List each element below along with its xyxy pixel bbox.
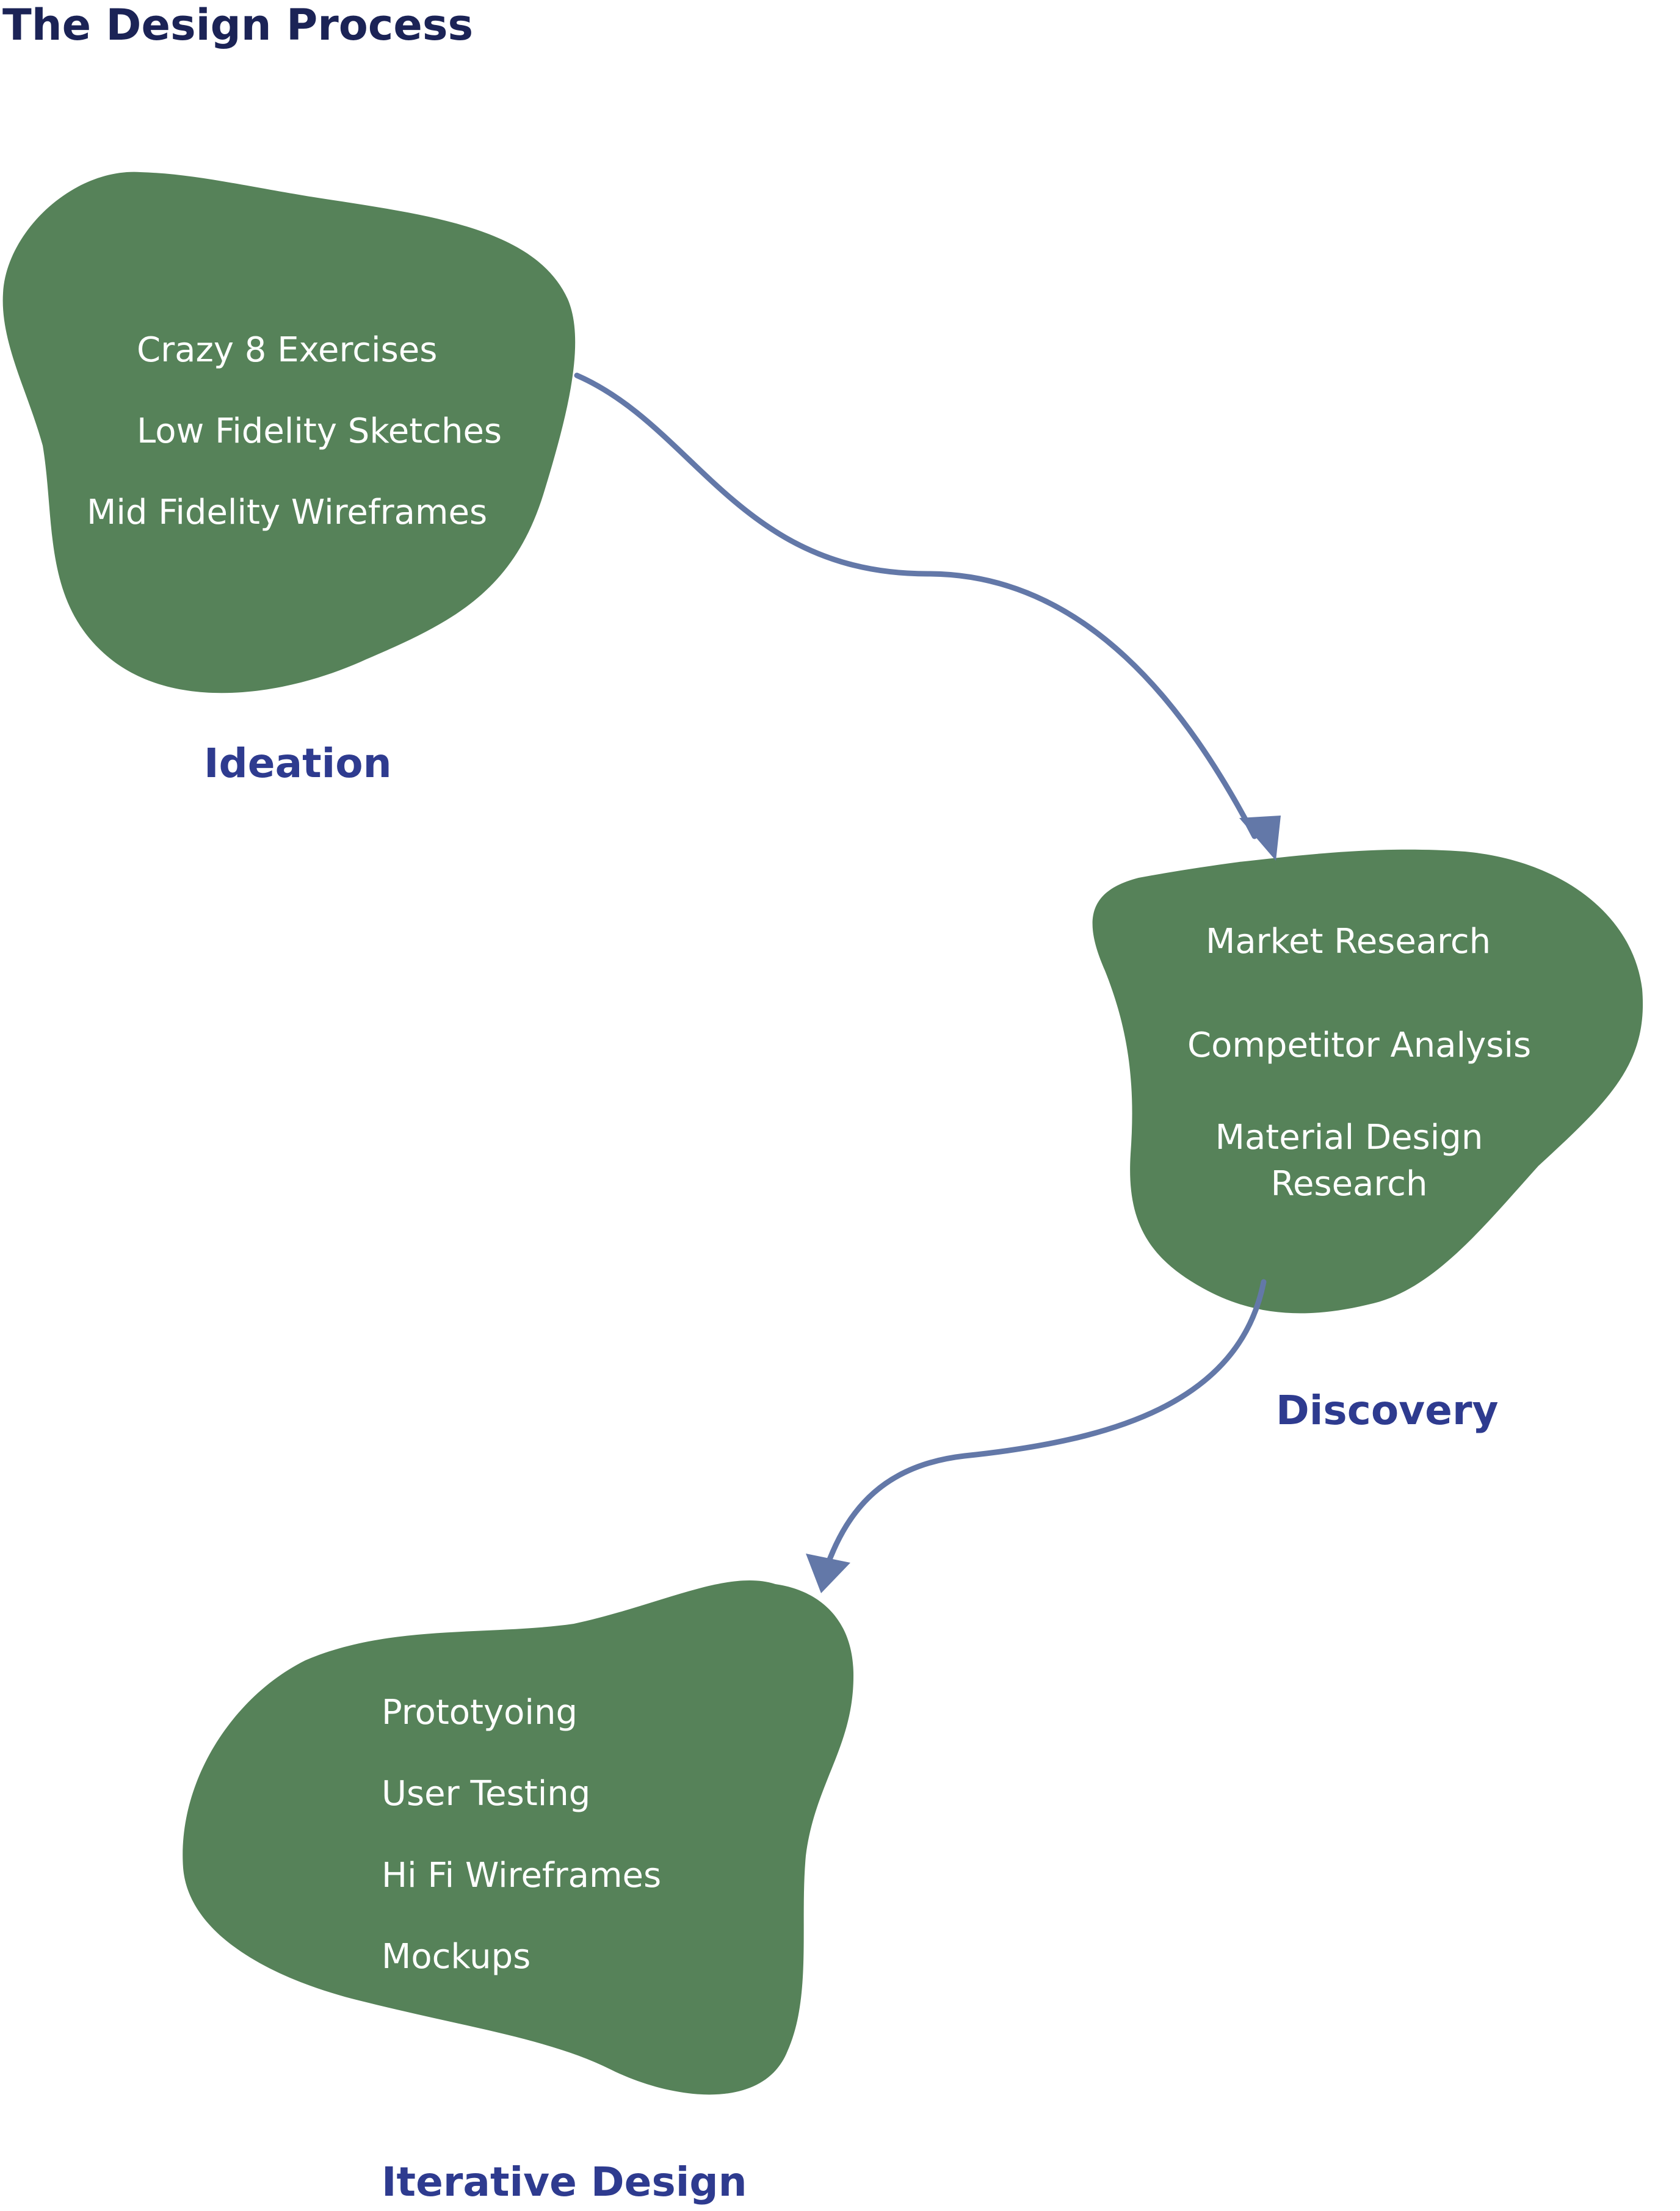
arrow-discovery-to-iterative bbox=[824, 1279, 1267, 1569]
discovery-item: Market Research bbox=[1206, 922, 1491, 961]
page-title: The Design Process bbox=[2, 0, 474, 50]
iterative-item: Hi Fi Wireframes bbox=[382, 1856, 662, 1895]
stage-label-ideation: Ideation bbox=[204, 740, 392, 787]
arrowhead-iterative bbox=[806, 1554, 850, 1593]
ideation-item: Mid Fidelity Wireframes bbox=[87, 493, 488, 532]
ideation-item: Crazy 8 Exercises bbox=[137, 330, 438, 370]
iterative-item: User Testing bbox=[382, 1774, 591, 1814]
iterative-item: Mockups bbox=[382, 1937, 531, 1977]
stage-label-discovery: Discovery bbox=[1276, 1387, 1499, 1434]
arrowhead-discovery bbox=[1239, 816, 1281, 861]
discovery-blob bbox=[1092, 849, 1643, 1314]
ideation-item: Low Fidelity Sketches bbox=[137, 411, 502, 451]
stage-label-iterative-design: Iterative Design bbox=[382, 2159, 747, 2206]
iterative-design-blob bbox=[183, 1580, 854, 2095]
iterative-item: Prototyoing bbox=[382, 1693, 578, 1732]
discovery-item: Competitor Analysis bbox=[1187, 1026, 1532, 1065]
arrow-ideation-to-discovery bbox=[574, 372, 1258, 839]
discovery-item: Material Design Research bbox=[1215, 1118, 1483, 1204]
ideation-blob bbox=[2, 172, 576, 693]
